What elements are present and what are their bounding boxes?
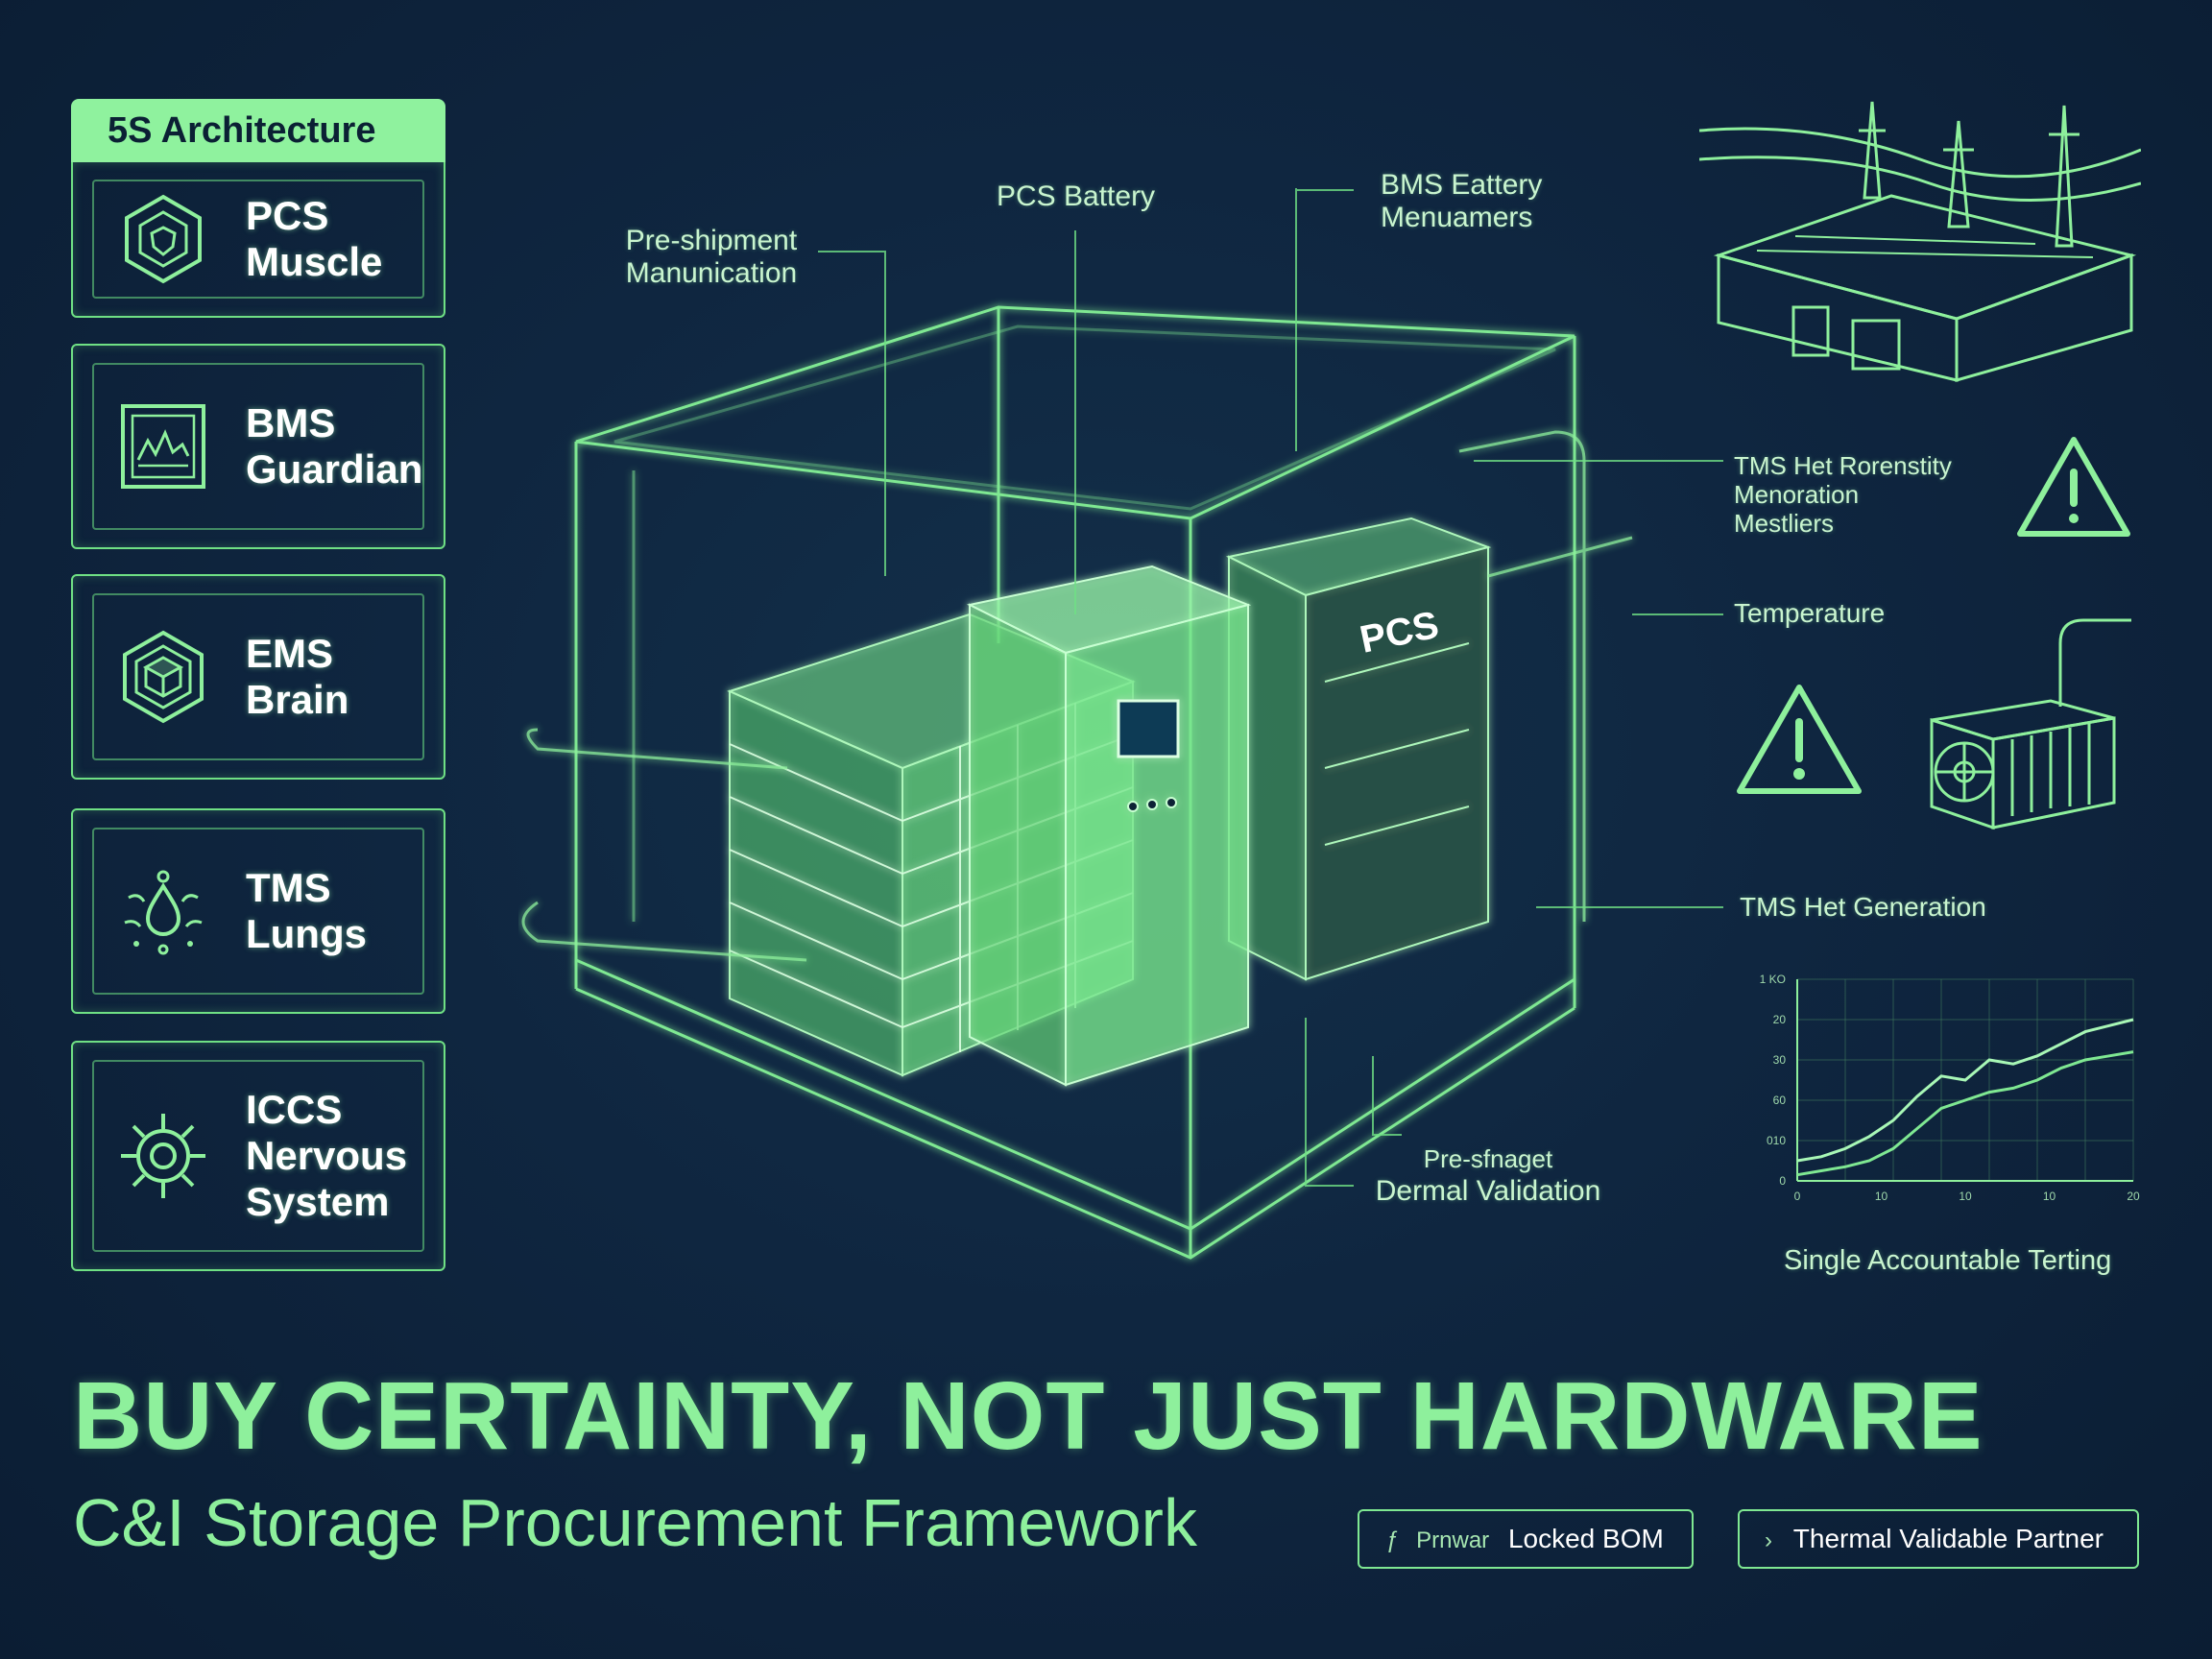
droplet-airflow-icon bbox=[124, 870, 203, 955]
page-title: BUY CERTAINTY, NOT JUST HARDWARE bbox=[73, 1362, 1984, 1470]
info-icon: ƒ bbox=[1386, 1527, 1400, 1553]
factory-power-lines-icon bbox=[1699, 101, 2141, 382]
thermal-label: Thermal Validable Partner bbox=[1792, 1524, 2104, 1553]
callout-tms-het-2: TMS Het Generation bbox=[1740, 892, 1986, 922]
chart-series-line bbox=[1796, 1018, 2134, 1163]
chart-x-tick: 10 bbox=[1875, 1190, 1888, 1203]
bom-prefix: Prnwar bbox=[1416, 1527, 1490, 1553]
card-iccs-line1: ICCS bbox=[246, 1087, 343, 1132]
monitor-chart-icon bbox=[121, 404, 205, 489]
chart-y-tick: 20 bbox=[1773, 1013, 1787, 1026]
chart-series-line bbox=[1796, 1050, 2134, 1177]
card-iccs[interactable]: ICCS Nervous System bbox=[71, 1041, 445, 1271]
card-ems-line2: Brain bbox=[246, 677, 349, 722]
chart-x-tick: 0 bbox=[1794, 1190, 1801, 1203]
cube-hexagon-icon bbox=[123, 630, 204, 724]
chart-y-tick: 010 bbox=[1767, 1134, 1786, 1147]
callout-pre-shaget: Pre-sfnaget Dermal Validation bbox=[1375, 1144, 1601, 1207]
card-pcs-line1: PCS bbox=[246, 193, 329, 238]
card-tms-line2: Lungs bbox=[246, 911, 367, 956]
callout-tms-het-1: TMS Het Rorenstity Menoration Mestliers bbox=[1734, 451, 1952, 538]
card-iccs-line3: System bbox=[246, 1179, 390, 1224]
page-subtitle: C&I Storage Procurement Framework bbox=[73, 1485, 1197, 1560]
card-tms-line1: TMS bbox=[246, 865, 331, 910]
chart-xlabel: Single Accountable Terting bbox=[1784, 1245, 2112, 1276]
chart-y-tick: 60 bbox=[1773, 1094, 1787, 1107]
chart-x-tick: 10 bbox=[2043, 1190, 2056, 1203]
callout-temperature: Temperature bbox=[1734, 598, 1886, 628]
card-bms-line2: Guardian bbox=[246, 446, 423, 492]
cooling-unit-fan-icon bbox=[1930, 618, 2131, 830]
card-iccs-line2: Nervous bbox=[246, 1133, 408, 1178]
shield-hexagon-icon bbox=[125, 194, 202, 284]
chart-y-tick: 0 bbox=[1779, 1174, 1786, 1188]
card-bms-line1: BMS bbox=[246, 400, 336, 445]
chart-x-tick: 10 bbox=[1959, 1190, 1972, 1203]
card-bms[interactable]: BMS Guardian bbox=[71, 344, 445, 549]
card-pcs-line2: Muscle bbox=[246, 239, 383, 284]
card-pcs[interactable]: PCS Muscle bbox=[71, 162, 445, 318]
bom-label: Locked BOM bbox=[1507, 1524, 1664, 1553]
chart-y-tick: 30 bbox=[1773, 1053, 1787, 1067]
card-tms[interactable]: TMS Lungs bbox=[71, 808, 445, 1014]
gear-icon bbox=[121, 1114, 205, 1198]
bess-container-illustration: PCS bbox=[521, 305, 1633, 1260]
card-ems-line1: EMS bbox=[246, 631, 334, 676]
warning-icon bbox=[2017, 437, 2130, 537]
thermal-partner-button[interactable]: › Thermal Validable Partner bbox=[1738, 1509, 2139, 1569]
callout-bms-battery: BMS Eattery Menuamers bbox=[1381, 169, 1543, 233]
architecture-header: 5S Architecture bbox=[71, 99, 445, 162]
chart-y-tick: 1 KO bbox=[1760, 973, 1786, 986]
warning-icon bbox=[1737, 685, 1862, 794]
locked-bom-button[interactable]: ƒ Prnwar Locked BOM bbox=[1358, 1509, 1694, 1569]
chart-x-tick: 20 bbox=[2127, 1190, 2140, 1203]
callout-pcs-battery: PCS Battery bbox=[997, 180, 1156, 212]
control-cabinet bbox=[966, 565, 1252, 1087]
chevron-right-icon: › bbox=[1765, 1527, 1772, 1553]
card-ems[interactable]: EMS Brain bbox=[71, 574, 445, 780]
callout-pre-shipment: Pre-shipment Manunication bbox=[625, 225, 798, 289]
